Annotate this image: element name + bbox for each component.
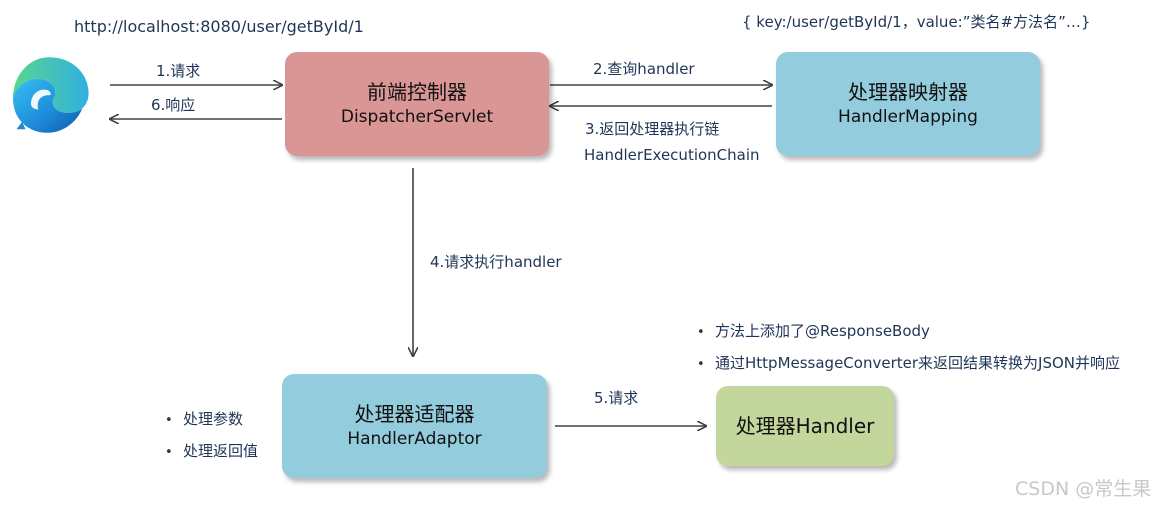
bullet-marker: • xyxy=(697,325,705,340)
bullet-marker: • xyxy=(697,357,705,372)
edge-label-response: 6.响应 xyxy=(151,96,196,114)
handler-note-2: • 通过HttpMessageConverter来返回结果转换为JSON并响应 xyxy=(697,352,1120,373)
handler-mapping-node: 处理器映射器 HandlerMapping xyxy=(776,52,1040,156)
handler-adaptor-node: 处理器适配器 HandlerAdaptor xyxy=(282,374,547,478)
edge-label-adaptor-request: 5.请求 xyxy=(594,389,639,407)
adaptor-note-2-text: 处理返回值 xyxy=(183,442,259,460)
watermark: CSDN @常生果 xyxy=(1015,478,1152,500)
edge-browser-icon xyxy=(13,57,89,133)
handler-node: 处理器Handler xyxy=(716,386,894,466)
edge-label-request: 1.请求 xyxy=(156,62,201,80)
handler-title: 处理器Handler xyxy=(735,414,875,438)
edge-label-execute-handler: 4.请求执行handler xyxy=(430,253,562,271)
dispatcher-servlet-node: 前端控制器 DispatcherServlet xyxy=(285,52,549,156)
adaptor-note-2: • 处理返回值 xyxy=(165,440,258,461)
bullet-marker: • xyxy=(165,445,173,460)
handler-map-note: { key:/user/getById/1，value:”类名#方法名”…} xyxy=(742,13,1091,31)
adaptor-title: 处理器适配器 xyxy=(354,402,475,426)
bullet-marker: • xyxy=(165,413,173,428)
dispatcher-title: 前端控制器 xyxy=(367,80,467,104)
edge-label-query-handler: 2.查询handler xyxy=(593,60,695,78)
handler-note-1: • 方法上添加了@ResponseBody xyxy=(697,320,930,341)
mapping-title: 处理器映射器 xyxy=(848,80,968,104)
handler-note-1-text: 方法上添加了@ResponseBody xyxy=(715,322,930,340)
dispatcher-subtitle: DispatcherServlet xyxy=(340,107,494,127)
edge-label-return-chain-type: HandlerExecutionChain xyxy=(584,146,760,164)
mapping-subtitle: HandlerMapping xyxy=(838,107,978,127)
edge-label-return-chain: 3.返回处理器执行链 xyxy=(585,120,720,138)
adaptor-subtitle: HandlerAdaptor xyxy=(347,429,482,449)
adaptor-note-1: • 处理参数 xyxy=(165,408,243,429)
handler-note-2-text: 通过HttpMessageConverter来返回结果转换为JSON并响应 xyxy=(715,354,1120,372)
adaptor-note-1-text: 处理参数 xyxy=(183,410,244,428)
request-url: http://localhost:8080/user/getById/1 xyxy=(74,17,364,36)
